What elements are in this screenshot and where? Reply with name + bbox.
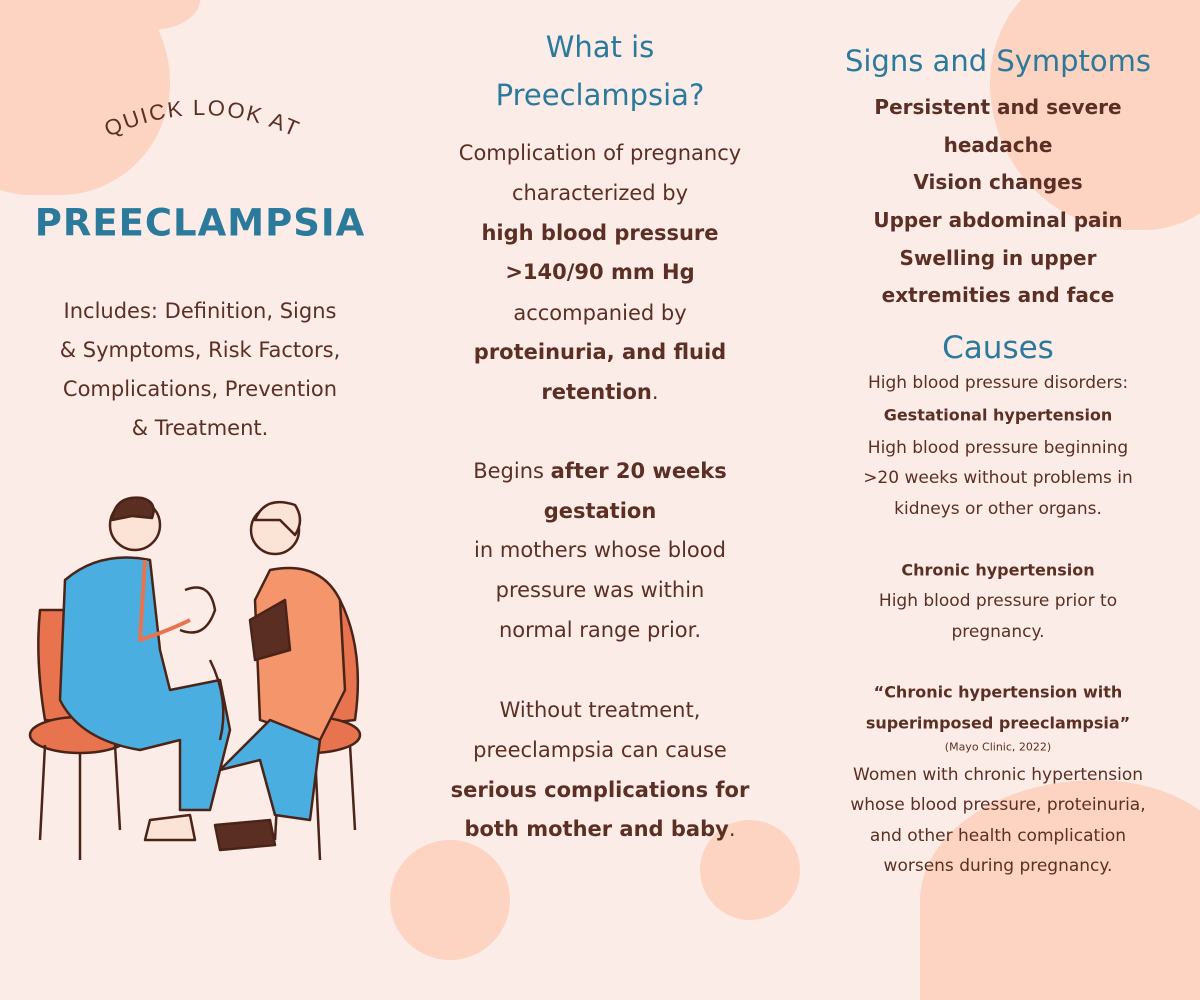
definition-line: Complication of pregnancy — [458, 141, 742, 165]
bold-text: both mother and baby — [464, 817, 729, 841]
onset-line: gestation — [543, 499, 657, 523]
cause-text: >20 weeks without problems in — [863, 468, 1133, 488]
doctor-patient-illustration — [28, 496, 362, 861]
cause-text: Women with chronic hypertension — [853, 765, 1143, 785]
bold-text: after 20 weeks — [550, 459, 727, 483]
symptom-line: Swelling in upper — [899, 246, 1097, 270]
middle-panel: What is Preeclampsia? Complication of pr… — [400, 0, 800, 927]
symptom-line: extremities and face — [881, 283, 1115, 307]
cause-text: High blood pressure beginning — [867, 438, 1129, 458]
section-title-what-is: What is — [545, 30, 655, 64]
risk-line: both mother and baby. — [400, 817, 800, 841]
cause-text: and other health complication — [869, 826, 1127, 846]
definition-line: characterized by — [511, 181, 689, 205]
section-title-what-is: Preeclampsia? — [495, 78, 705, 112]
onset-line: normal range prior. — [498, 618, 702, 642]
decorative-blob-bottom-middle — [700, 820, 800, 920]
main-title: PREECLAMPSIA — [34, 201, 366, 245]
cause-heading: “Chronic hypertension with — [873, 682, 1123, 702]
cause-text: whose blood pressure, proteinuria, — [850, 795, 1146, 815]
cause-text: High blood pressure prior to — [878, 591, 1118, 611]
section-title-causes: Causes — [942, 330, 1054, 366]
onset-line: Begins after 20 weeks — [400, 459, 800, 483]
onset-line: in mothers whose blood — [474, 538, 726, 562]
definition-line: accompanied by — [513, 301, 687, 325]
right-panel: Signs and Symptoms Persistent and severe… — [800, 0, 1196, 927]
definition-line: retention. — [400, 380, 800, 404]
cause-heading: Chronic hypertension — [901, 560, 1095, 580]
bold-text: retention — [541, 380, 652, 404]
includes-line: Includes: Definition, Signs — [63, 299, 337, 323]
symptom-line: Vision changes — [913, 170, 1083, 194]
cause-heading: Gestational hypertension — [883, 405, 1113, 425]
definition-line: proteinuria, and fluid — [473, 340, 727, 364]
kicker-arc-text: QUICK LOOK AT — [101, 95, 305, 142]
risk-line: preeclampsia can cause — [473, 738, 727, 762]
onset-line: pressure was within — [495, 578, 705, 602]
period: . — [728, 817, 736, 841]
period: . — [651, 380, 659, 404]
cause-text: pregnancy. — [951, 622, 1045, 642]
definition-line: high blood pressure — [481, 221, 719, 245]
risk-line: serious complications for — [450, 778, 750, 802]
cause-text: kidneys or other organs. — [894, 499, 1102, 519]
includes-line: & Treatment. — [131, 416, 269, 440]
includes-line: Complications, Prevention — [62, 377, 338, 401]
svg-text:QUICK LOOK AT: QUICK LOOK AT — [101, 95, 305, 142]
cause-text: worsens during pregnancy. — [883, 856, 1113, 876]
risk-line: Without treatment, — [499, 698, 701, 722]
symptom-line: Persistent and severe — [874, 95, 1122, 119]
symptom-line: headache — [943, 133, 1053, 157]
symptom-line: Upper abdominal pain — [873, 208, 1123, 232]
cause-heading: superimposed preeclampsia” — [865, 713, 1131, 733]
causes-intro: High blood pressure disorders: — [867, 373, 1129, 393]
text: Begins — [473, 459, 551, 483]
kicker-text: QUICK LOOK AT — [101, 95, 303, 142]
citation: (Mayo Clinic, 2022) — [944, 740, 1052, 754]
includes-line: & Symptoms, Risk Factors, — [59, 338, 341, 362]
section-title-signs: Signs and Symptoms — [844, 44, 1152, 78]
left-panel: QUICK LOOK AT PREECLAMPSIA Includes: Def… — [0, 0, 400, 927]
definition-line: >140/90 mm Hg — [505, 260, 695, 284]
